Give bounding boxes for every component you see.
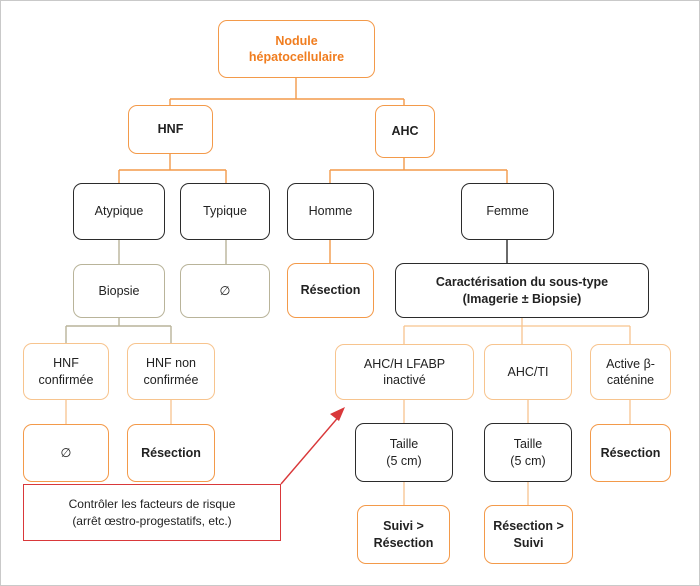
- risk-factor-note: Contrôler les facteurs de risque (arrêt …: [23, 484, 281, 541]
- node-hnf-confirmee-result: ∅: [23, 424, 109, 482]
- node-ahc-hlfabp: AHC/H LFABP inactivé: [335, 344, 474, 400]
- node-atypique: Atypique: [73, 183, 165, 240]
- node-biopsie: Biopsie: [73, 264, 165, 318]
- edge-caracterisation-split: [403, 318, 631, 344]
- node-taille-2: Taille (5 cm): [484, 423, 572, 482]
- edge-hnf-split: [118, 154, 227, 183]
- node-homme: Homme: [287, 183, 374, 240]
- node-typique: Typique: [180, 183, 270, 240]
- node-catenine-result: Résection: [590, 424, 671, 482]
- node-root: Nodule hépatocellulaire: [218, 20, 375, 78]
- node-homme-result: Résection: [287, 263, 374, 318]
- node-taille-1: Taille (5 cm): [355, 423, 453, 482]
- node-suivi-2: Résection > Suivi: [484, 505, 573, 564]
- edge-biopsie-split: [65, 318, 172, 343]
- node-active-catenine: Active β- caténine: [590, 344, 671, 400]
- node-hnf: HNF: [128, 105, 213, 154]
- node-hnf-confirmee: HNF confirmée: [23, 343, 109, 400]
- arrow-note-to-hlfabp: [280, 413, 342, 485]
- node-caracterisation: Caractérisation du sous-type (Imagerie ±…: [395, 263, 649, 318]
- node-hnf-non-confirmee-result: Résection: [127, 424, 215, 482]
- node-femme: Femme: [461, 183, 554, 240]
- node-ahc: AHC: [375, 105, 435, 158]
- node-suivi-1: Suivi > Résection: [357, 505, 450, 564]
- edge-ahc-split: [329, 158, 508, 183]
- node-ahc-ti: AHC/TI: [484, 344, 572, 400]
- node-typique-result: ∅: [180, 264, 270, 318]
- arrow-head: [330, 407, 345, 421]
- edge-root-split: [169, 78, 405, 105]
- node-hnf-non-confirmee: HNF non confirmée: [127, 343, 215, 400]
